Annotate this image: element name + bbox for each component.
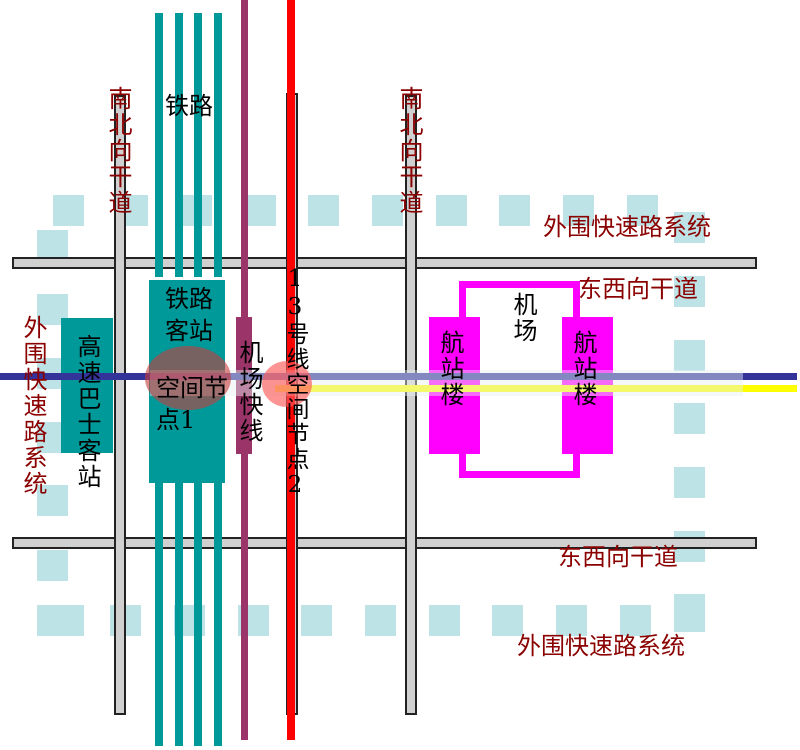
railway-track [175,470,183,746]
expressway-segment [674,340,705,371]
bus-station-label: 高速巴士客站 [73,334,101,490]
expressway-segment [245,195,276,226]
railway-label: 铁路 [165,92,213,120]
blue-transit-line [0,373,797,380]
railway-track [155,13,163,277]
rail-station-label: 铁路客站 [165,285,213,345]
expressway-segment [37,485,68,516]
ew-road-label-bottom: 东西向干道 [558,543,678,571]
expressway-segment [301,605,332,636]
line13-node2-label: 13号线空间节点2 [282,266,308,500]
expressway-segment [53,195,84,226]
space-node-1-marker [145,346,231,410]
airport-express-label: 机场快线 [235,340,263,444]
expressway-segment [674,212,705,243]
railway-track [214,470,222,746]
terminal-left-label: 航站楼 [436,330,464,408]
ns-road-label-left: 南北向干道 [104,86,132,216]
expressway-segment [53,605,84,636]
expressway-segment [620,605,651,636]
expressway-segment [308,195,339,226]
airport-express-station [236,317,252,454]
ew-road-label-top: 东西向干道 [578,275,698,303]
ns-road-right [405,95,417,715]
space-node-1-label: 空间节点1 [156,374,228,434]
expressway-segment [674,276,705,307]
expressway-segment [556,605,587,636]
expressway-segment [365,605,396,636]
space-node-2-marker [262,361,312,407]
terminal-right-label: 航站楼 [569,330,597,408]
ns-road-label-right: 南北向干道 [395,86,423,216]
railway-track [214,13,222,277]
railway-track [194,13,202,277]
expressway-segment [372,195,403,226]
expressway-segment [563,195,594,226]
outer-expressway-label-bottom: 外围快速路系统 [517,632,685,660]
expressway-segment [37,550,68,581]
expressway-segment [436,195,467,226]
ns-road-left [114,95,126,715]
airport-label: 机场 [509,292,537,344]
expressway-segment [674,594,705,632]
expressway-segment [492,605,523,636]
railway-track [175,13,183,277]
railway-track [194,470,202,746]
yellow-transit-line [275,385,797,392]
expressway-segment [674,403,705,434]
expressway-segment [37,230,68,261]
bus-station-block [61,318,113,453]
line-overlay [150,370,743,396]
railway-track [155,470,163,746]
expressway-segment [627,195,658,226]
expressway-segment [674,467,705,498]
outer-expressway-label-left: 外围快速路系统 [19,315,47,497]
outer-expressway-label-top: 外围快速路系统 [543,213,711,241]
expressway-segment [429,605,460,636]
expressway-segment [499,195,530,226]
